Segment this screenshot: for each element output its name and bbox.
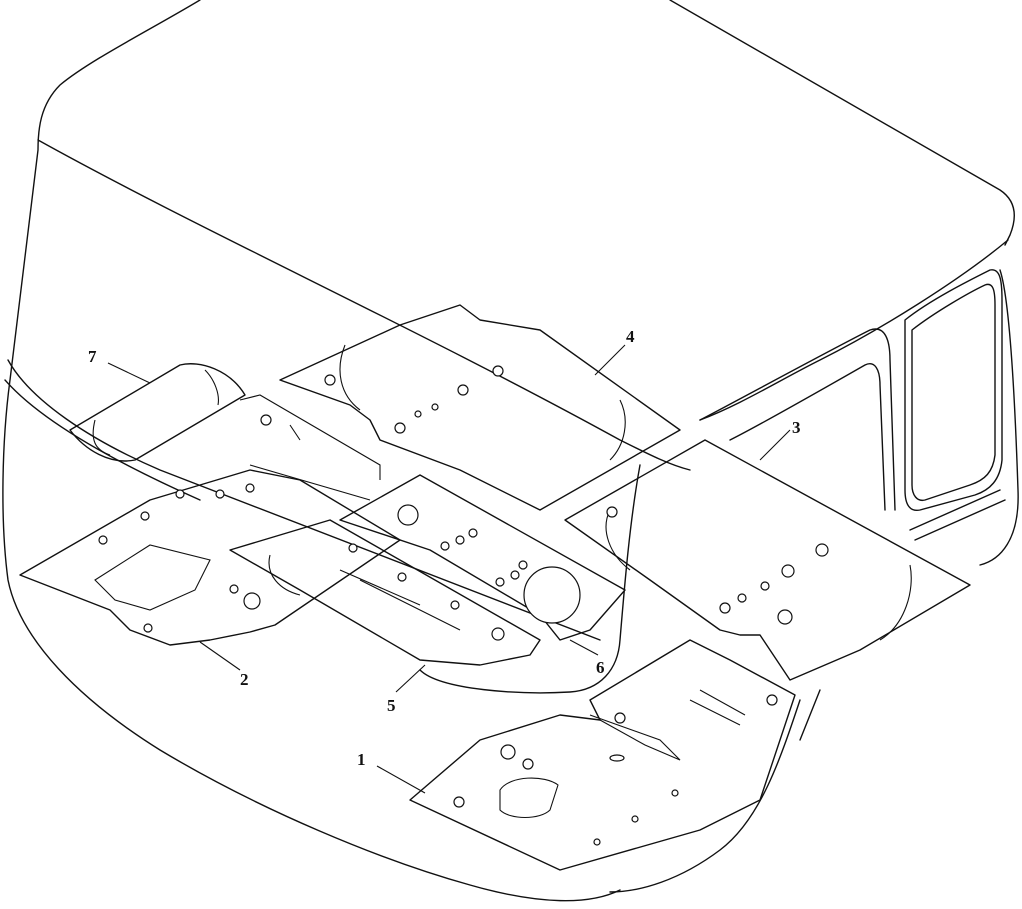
callout-5: 5: [387, 696, 396, 715]
insulation-panel-2: [19, 394, 401, 646]
callout-4: 4: [626, 327, 635, 346]
insulation-panel-3: [564, 439, 971, 681]
callout-7: 7: [88, 347, 97, 366]
insulation-panel-5: [229, 519, 541, 666]
callout-2: 2: [240, 670, 249, 689]
leader-lines: [107, 344, 791, 794]
insulation-panel-1: [409, 639, 796, 871]
insulation-panel-4: [279, 304, 681, 511]
callout-3: 3: [792, 418, 801, 437]
insulation-panel-6: [339, 474, 626, 641]
insulation-panel-7: [69, 363, 246, 462]
callout-6: 6: [596, 658, 605, 677]
callout-1: 1: [357, 750, 366, 769]
